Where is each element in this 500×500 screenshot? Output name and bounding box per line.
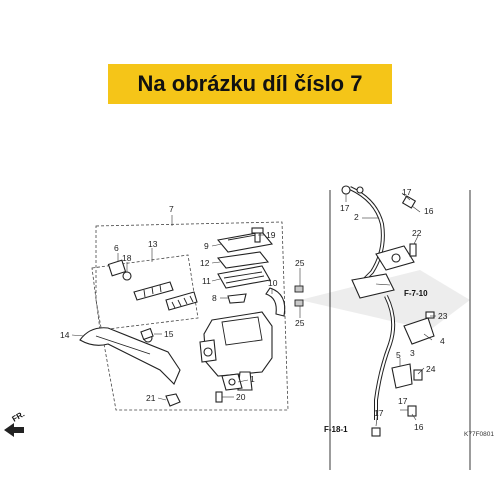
callout-1: 1 xyxy=(250,374,255,384)
handlebar-clamp xyxy=(221,373,243,391)
callout-22: 22 xyxy=(412,228,422,238)
assembly-7-boundary xyxy=(95,221,289,411)
callout-17-low: 17 xyxy=(374,408,384,418)
callout-12: 12 xyxy=(200,258,210,268)
float-clip xyxy=(227,293,247,304)
hose-bracket xyxy=(391,363,413,389)
ref-f-7-10: F-7-10 xyxy=(404,289,428,298)
ref-f-18-1: F-18-1 xyxy=(324,425,348,434)
hose-clamp xyxy=(403,317,435,345)
diagram-code: K77F0801 xyxy=(464,431,494,438)
cover-screw xyxy=(251,227,264,243)
callout-24: 24 xyxy=(426,364,436,374)
callout-17-right: 17 xyxy=(398,396,408,406)
callout-20: 20 xyxy=(236,392,246,402)
part-banner: Na obrázku díl číslo 7 xyxy=(108,64,392,104)
callout-18: 18 xyxy=(122,253,132,263)
callout-25-top: 25 xyxy=(295,258,305,268)
callout-labels: 7 9 12 11 8 19 10 1 20 14 15 21 6 18 13 … xyxy=(60,187,448,432)
callout-6: 6 xyxy=(114,243,119,253)
callout-16-top: 16 xyxy=(424,206,434,216)
leader-lines xyxy=(71,192,436,427)
callout-19: 19 xyxy=(266,230,276,240)
callout-9: 9 xyxy=(204,241,209,251)
banner-text: Na obrázku díl číslo 7 xyxy=(137,71,363,96)
bolts-25 xyxy=(294,285,304,307)
hose-joint xyxy=(351,245,415,299)
brake-hose-upper xyxy=(349,186,385,286)
piston-set xyxy=(107,259,198,311)
callout-11: 11 xyxy=(202,276,211,286)
fasteners xyxy=(341,185,435,437)
callout-21: 21 xyxy=(146,393,156,403)
callout-15: 15 xyxy=(164,329,174,339)
callout-7: 7 xyxy=(169,204,174,214)
reservoir-plate xyxy=(216,251,270,269)
callout-17-left: 17 xyxy=(340,203,350,213)
front-arrow-icon xyxy=(4,423,24,437)
callout-14: 14 xyxy=(60,330,70,340)
brake-hose-lower xyxy=(374,295,396,420)
diaphragm xyxy=(217,265,271,289)
reservoir-boot xyxy=(265,287,286,317)
brake-lever xyxy=(79,327,181,385)
callout-25-bottom: 25 xyxy=(295,318,305,328)
callout-2: 2 xyxy=(354,212,359,222)
callout-5: 5 xyxy=(396,350,401,360)
master-cylinder-body xyxy=(199,311,273,391)
callout-4: 4 xyxy=(440,336,445,346)
front-label: FR. xyxy=(11,409,27,423)
callout-23: 23 xyxy=(438,311,448,321)
callout-10: 10 xyxy=(268,278,278,288)
callout-8: 8 xyxy=(212,293,217,303)
callout-16-bottom: 16 xyxy=(414,422,424,432)
callout-17-top: 17 xyxy=(402,187,412,197)
assembly-13-boundary xyxy=(91,254,199,331)
pivot-nut xyxy=(165,393,181,407)
bleeder-screw xyxy=(215,391,223,403)
callout-3: 3 xyxy=(410,348,415,358)
callout-13: 13 xyxy=(148,239,158,249)
